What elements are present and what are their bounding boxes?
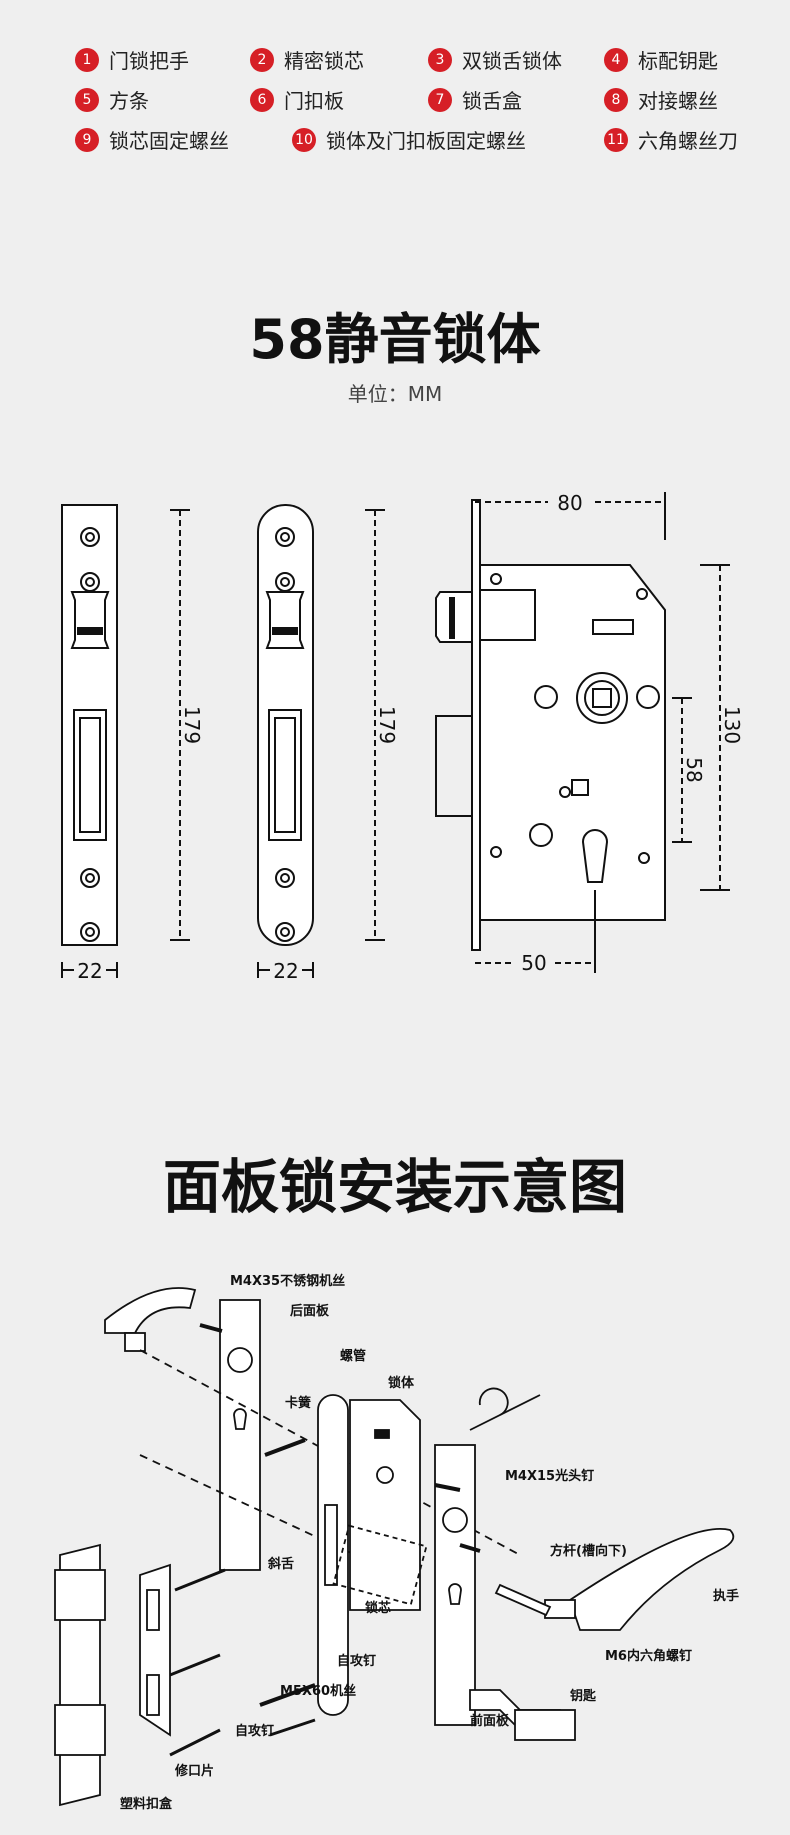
- lock-body-drawing: [435, 499, 666, 951]
- label-slanted-tongue: 斜舌: [267, 1556, 294, 1572]
- legend-label: 方条: [109, 89, 149, 113]
- label-cylinder: 锁芯: [365, 1600, 391, 1616]
- dim-plate2-height: 179: [375, 706, 399, 744]
- legend-label: 对接螺丝: [638, 89, 718, 113]
- label-lock-body: 锁体: [388, 1375, 415, 1391]
- label-front-panel: 前面板: [470, 1713, 510, 1729]
- legend-item: 5 方条: [75, 85, 149, 114]
- legend-number: 4: [604, 47, 628, 72]
- front-handle-shape: [568, 1528, 735, 1631]
- legend-label: 锁体及门扣板固定螺丝: [326, 129, 526, 153]
- front-panel-shape: [434, 1444, 476, 1726]
- lock-body-title: 58静音锁体: [249, 308, 541, 371]
- label-trim-plate: 修口片: [174, 1763, 214, 1779]
- legend-number: 1: [75, 47, 99, 72]
- legend-item: 1 门锁把手: [75, 45, 189, 74]
- face-plate-round: [257, 504, 314, 946]
- label-back-panel: 后面板: [290, 1303, 330, 1319]
- label-plastic-box: 塑料扣盒: [120, 1796, 173, 1812]
- legend-number: 3: [428, 47, 452, 72]
- face-plate-square: [61, 504, 118, 946]
- back-panel-shape: [219, 1299, 261, 1571]
- dim-plate2-width: 22: [273, 959, 298, 983]
- dim-body-width: 80: [557, 491, 582, 515]
- legend-item: 9 锁芯固定螺丝: [75, 125, 229, 154]
- legend-number: 10: [292, 127, 316, 152]
- label-square-bar: 方杆(槽向下): [550, 1543, 627, 1559]
- legend-item: 4 标配钥匙: [604, 45, 718, 74]
- label-tap-screw1: 自攻钉: [337, 1653, 376, 1669]
- legend-number: 2: [250, 47, 274, 72]
- legend-item: 6 门扣板: [250, 85, 344, 114]
- legend-number: 8: [604, 87, 628, 112]
- face-plate-shape: [317, 1394, 349, 1716]
- install-diagram: M4X35不锈钢机丝 后面板 螺管 锁体 卡簧 M4X15光头钉 斜舌 方杆(槽…: [54, 1273, 739, 1812]
- legend-item: 8 对接螺丝: [604, 85, 718, 114]
- legend-number: 9: [75, 127, 99, 152]
- dimension-drawing: 179 22 179 22 80 130: [61, 490, 744, 983]
- legend-item: 11 六角螺丝刀: [604, 125, 738, 154]
- label-handle: 执手: [713, 1588, 739, 1604]
- legend-label: 锁芯固定螺丝: [109, 129, 229, 153]
- label-tap-screw2: 自攻钉: [235, 1723, 274, 1739]
- legend-label: 精密锁芯: [284, 49, 364, 73]
- dim-backset: 50: [521, 951, 546, 975]
- legend-item: 3 双锁舌锁体: [428, 45, 562, 74]
- label-key: 钥匙: [570, 1688, 597, 1704]
- legend-number: 7: [428, 87, 452, 112]
- legend-item: 7 锁舌盒: [428, 85, 522, 114]
- dim-plate1-width: 22: [77, 959, 102, 983]
- unit-label: 单位：MM: [347, 382, 443, 406]
- label-m5x60: M5X60机丝: [280, 1683, 356, 1699]
- legend-number: 6: [250, 87, 274, 112]
- dim-body-height: 130: [720, 706, 744, 744]
- legend-label: 双锁舌锁体: [462, 49, 562, 73]
- legend-label: 锁舌盒: [462, 89, 522, 113]
- legend-number: 5: [75, 87, 99, 112]
- legend-item: 10 锁体及门扣板固定螺丝: [292, 125, 526, 154]
- legend-label: 六角螺丝刀: [638, 129, 738, 153]
- label-screw-m4x15: M4X15光头钉: [505, 1468, 594, 1484]
- legend-label: 门锁把手: [109, 49, 189, 73]
- label-tube: 螺管: [340, 1348, 366, 1364]
- legend-number: 11: [604, 127, 628, 152]
- dim-plate1-height: 179: [180, 706, 204, 744]
- label-m6-screw: M6内六角螺钉: [605, 1648, 692, 1664]
- install-diagram-title: 面板锁安装示意图: [162, 1153, 627, 1221]
- dim-center-distance: 58: [682, 757, 706, 782]
- legend-label: 门扣板: [284, 89, 344, 113]
- legend-item: 2 精密锁芯: [250, 45, 364, 74]
- legend-label: 标配钥匙: [638, 49, 718, 73]
- lock-body-shape: [349, 1399, 421, 1611]
- label-clip: 卡簧: [285, 1395, 311, 1411]
- back-handle-shape: [104, 1287, 197, 1334]
- label-screw-m4x35: M4X35不锈钢机丝: [230, 1273, 345, 1289]
